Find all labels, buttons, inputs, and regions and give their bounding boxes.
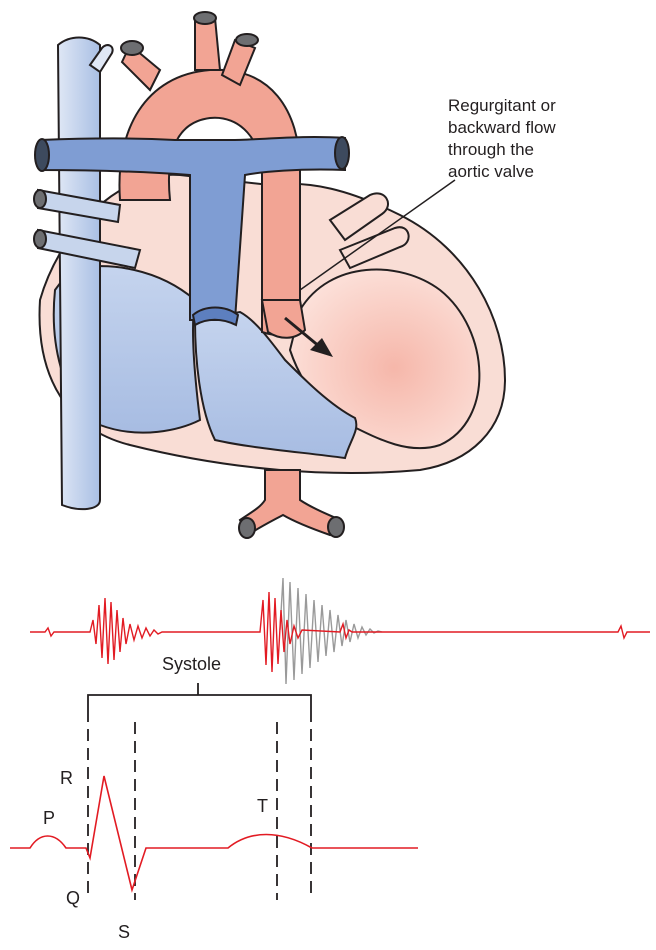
right-ventricle [193,310,358,460]
regurgitation-annotation: Regurgitant or backward flow through the… [448,95,648,183]
vena-cava [56,36,101,511]
regurgitant-arrow-head [310,338,333,357]
annotation-line: through the [448,140,535,159]
annotation-line: aortic valve [448,162,534,181]
pulmonary-vein-upper [328,192,389,242]
pulmonary-vein-lower [338,226,410,270]
ecg-trace [10,775,418,893]
pulmonary-valve [191,306,240,327]
ecg-label-t: T [257,796,268,816]
descending-vessel [238,469,342,537]
aortic-branch-2 [194,17,222,71]
annotation-leader [299,179,456,291]
systole-bracket [87,694,312,710]
ecg-label-s: S [118,922,131,942]
annotation-line: backward flow [448,118,556,137]
vena-cava-branch [88,44,114,74]
ecg-label-p: P [43,808,56,828]
annotation-line: Regurgitant or [448,96,556,115]
regurgitant-arrow-shaft [284,316,321,349]
pulmonary-trunk [39,136,346,321]
ecg-label-r: R [60,768,73,788]
ecg-label-q: Q [66,888,81,908]
heart-sound-trace-red [30,591,650,673]
aortic-branch-1 [120,43,162,92]
systole-label: Systole [162,654,222,674]
aortic-valve [260,299,307,339]
